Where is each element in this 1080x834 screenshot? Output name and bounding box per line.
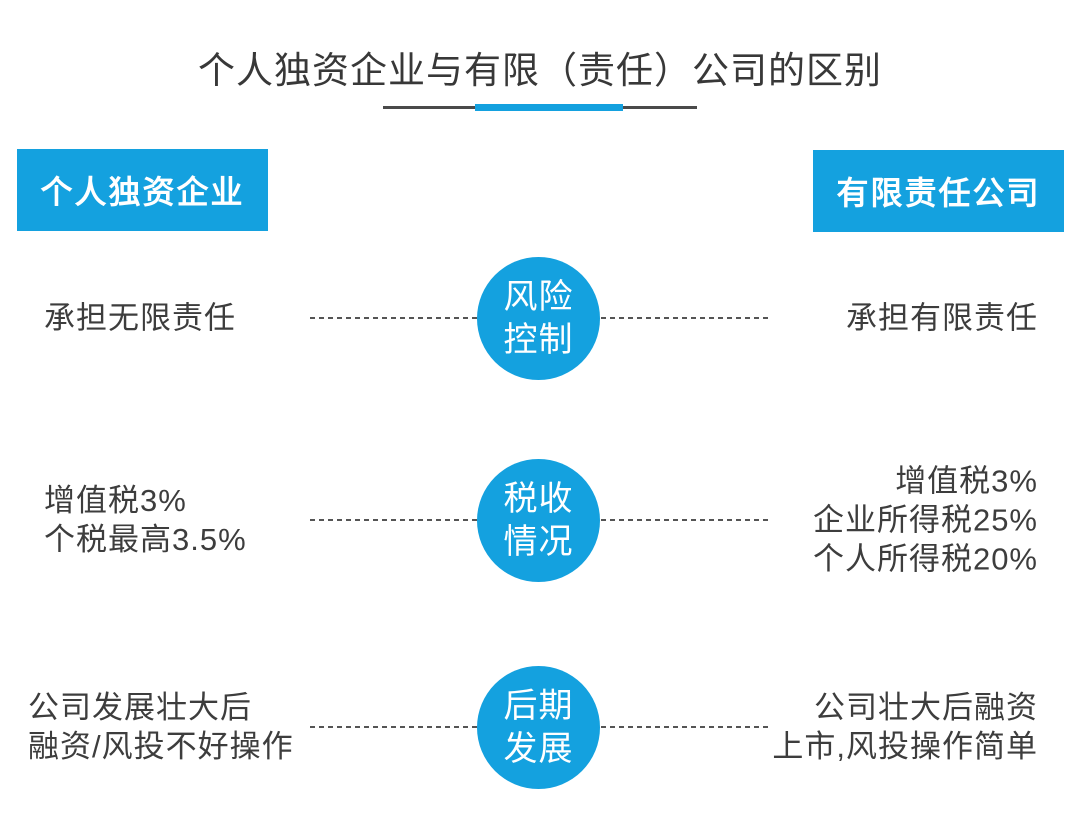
topic-label: 后期 发展 xyxy=(503,686,574,768)
dashed-connector-left xyxy=(310,317,478,319)
dashed-connector-left xyxy=(310,519,478,521)
left-value-development: 公司发展壮大后 融资/风投不好操作 xyxy=(28,689,294,764)
underline-gray-segment-left xyxy=(383,106,475,109)
dashed-connector-right xyxy=(601,317,772,319)
dashed-connector-right xyxy=(601,726,772,728)
right-value-development: 公司壮大后融资 上市,风投操作简单 xyxy=(772,689,1038,764)
topic-label: 风险 控制 xyxy=(503,277,574,359)
left-value-tax: 增值税3% 个税最高3.5% xyxy=(44,482,247,557)
dashed-connector-right xyxy=(601,519,772,521)
right-value-tax: 增值税3% 企业所得税25% 个人所得税20% xyxy=(812,463,1038,577)
left-value-risk: 承担无限责任 xyxy=(44,300,236,336)
topic-circle-later-development: 后期 发展 xyxy=(477,666,600,789)
column-header-sole-proprietorship: 个人独资企业 xyxy=(17,149,268,231)
underline-gray-segment-right xyxy=(623,106,697,109)
dashed-connector-left xyxy=(310,726,478,728)
topic-label: 税收 情况 xyxy=(503,479,574,561)
right-value-risk: 承担有限责任 xyxy=(846,300,1038,336)
column-header-limited-company: 有限责任公司 xyxy=(813,150,1064,232)
topic-circle-risk-control: 风险 控制 xyxy=(477,257,600,380)
underline-blue-segment xyxy=(475,104,623,111)
title-underline xyxy=(383,103,697,112)
topic-circle-tax-situation: 税收 情况 xyxy=(477,459,600,582)
page-title: 个人独资企业与有限（责任）公司的区别 xyxy=(198,50,882,91)
